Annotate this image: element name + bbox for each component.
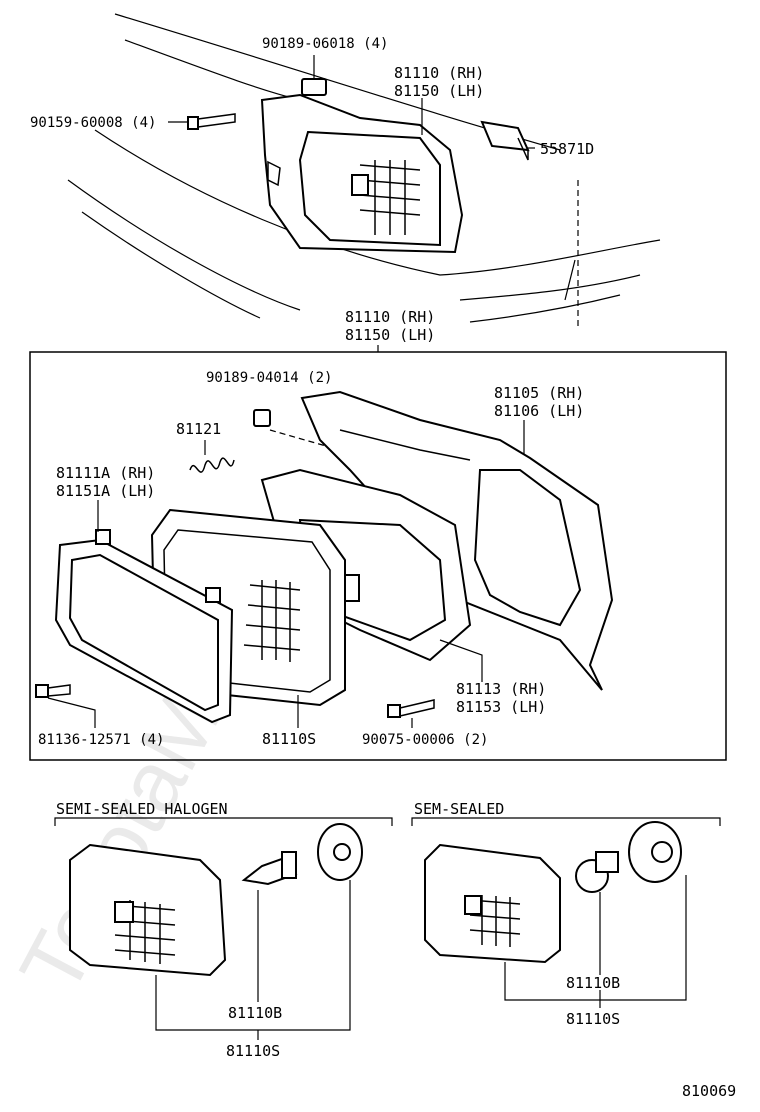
label-81110b-right: 81110B (566, 974, 620, 992)
bulb-sem-sealed-81110b (575, 851, 619, 893)
headlamp-sem-sealed (424, 843, 561, 964)
label-81150-lh-mid: 81150 (LH) (345, 326, 435, 344)
exploded-view-frame (29, 351, 727, 761)
screw-90075-00006 (387, 699, 435, 718)
label-sem-sealed: SEM-SEALED (414, 800, 504, 818)
label-81151a-lh: 81151A (LH) (56, 482, 155, 500)
clip-90189-04014 (253, 409, 271, 427)
label-81110b-left: 81110B (228, 1004, 282, 1022)
block-55871d (480, 120, 530, 161)
bracket-sem-sealed (411, 817, 721, 826)
label-semi-sealed-halogen: SEMI-SEALED HALOGEN (56, 800, 228, 818)
spring-81121 (189, 457, 235, 473)
label-81110-rh-mid: 81110 (RH) (345, 308, 435, 326)
socket-sem-sealed (628, 821, 682, 883)
socket-halogen (317, 823, 363, 881)
label-90189-04014: 90189-04014 (2) (206, 370, 332, 386)
label-81110s-left: 81110S (226, 1042, 280, 1060)
retaining-ring-81111a (54, 529, 234, 724)
label-81150-lh-top: 81150 (LH) (394, 82, 484, 100)
diagram-number: 810069 (682, 1082, 736, 1100)
screw-90159-60008 (187, 113, 236, 130)
label-81121: 81121 (176, 420, 221, 438)
bulb-halogen-81110b (241, 851, 298, 886)
label-81111a-rh: 81111A (RH) (56, 464, 155, 482)
label-81153-lh: 81153 (LH) (456, 698, 546, 716)
headlamp-assembly-top (260, 93, 464, 254)
clip-90189-06018 (301, 78, 327, 96)
label-81113-rh: 81113 (RH) (456, 680, 546, 698)
label-55871d: 55871D (540, 140, 594, 158)
label-81110s-right: 81110S (566, 1010, 620, 1028)
label-81136-12571: 81136-12571 (4) (38, 732, 164, 748)
label-81110s-box: 81110S (262, 730, 316, 748)
label-90159-60008: 90159-60008 (4) (30, 115, 156, 131)
label-81110-rh-top: 81110 (RH) (394, 64, 484, 82)
headlamp-semi-sealed-halogen (69, 843, 227, 977)
label-81105-rh: 81105 (RH) (494, 384, 584, 402)
bracket-semi-sealed (54, 817, 393, 826)
label-90075-00006: 90075-00006 (2) (362, 732, 488, 748)
label-81106-lh: 81106 (LH) (494, 402, 584, 420)
label-90189-06018: 90189-06018 (4) (262, 36, 388, 52)
screw-81136-12571 (35, 684, 71, 698)
